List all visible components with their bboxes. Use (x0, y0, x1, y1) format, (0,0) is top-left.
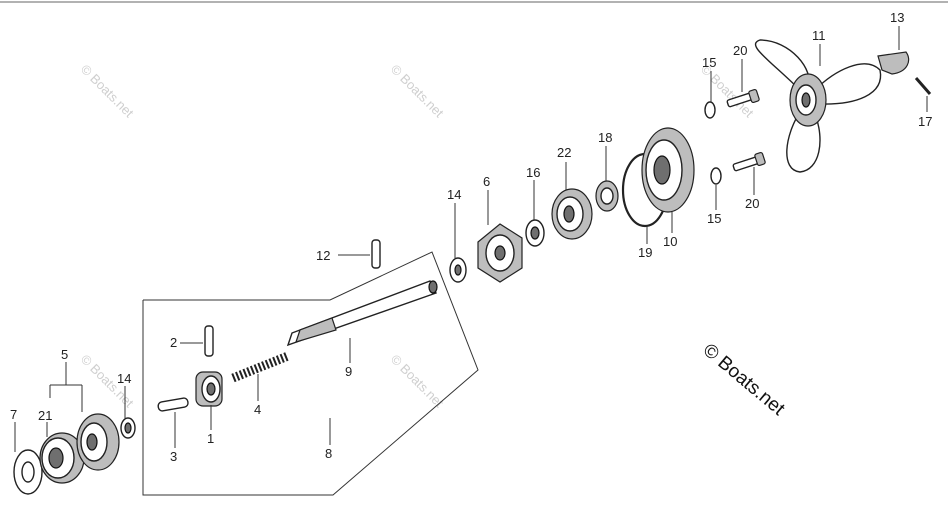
part-15-washer-lower (710, 167, 722, 185)
callout-18: 18 (598, 130, 612, 145)
callout-5: 5 (61, 347, 68, 362)
part-15-washer-upper (704, 101, 716, 119)
leader-lines (14, 26, 928, 452)
callout-7: 7 (10, 407, 17, 422)
callout-4: 4 (254, 402, 261, 417)
part-21-bearing (39, 432, 85, 484)
part-9-propeller-shaft (286, 280, 438, 347)
callout-22: 22 (557, 145, 571, 160)
part-18-seal (595, 180, 619, 212)
callout-21: 21 (38, 408, 52, 423)
part-1-clutch (195, 371, 223, 407)
part-20-bolt-lower (732, 151, 766, 172)
part-2-pin (204, 325, 214, 357)
part-6-gear (477, 223, 523, 283)
callout-labels: 7 21 5 14 2 3 1 4 8 9 12 14 6 16 22 18 1… (10, 10, 932, 464)
callout-1: 1 (207, 431, 214, 446)
callout-2: 2 (170, 335, 177, 350)
part-16-washer (525, 219, 545, 247)
part-17-pin (914, 77, 932, 95)
watermark-faint: © Boats.net (388, 62, 447, 121)
callout-16: 16 (526, 165, 540, 180)
callout-11: 11 (812, 28, 826, 43)
callout-17: 17 (918, 114, 932, 129)
callout-8: 8 (325, 446, 332, 461)
callout-12: 12 (316, 248, 330, 263)
callout-20: 20 (733, 43, 747, 58)
callout-14: 14 (117, 371, 131, 386)
faint-watermarks: © Boats.net © Boats.net © Boats.net © Bo… (78, 62, 757, 411)
part-11-propeller (754, 39, 882, 173)
part-22-bearing (551, 188, 593, 240)
part-13-cap (877, 51, 910, 75)
watermark-faint: © Boats.net (78, 62, 137, 121)
watermark-faint: © Boats.net (388, 352, 447, 411)
callout-3: 3 (170, 449, 177, 464)
part-7-washer (13, 449, 43, 495)
callout-10: 10 (663, 234, 677, 249)
part-4-spring (231, 351, 290, 383)
callout-9: 9 (345, 364, 352, 379)
part-20-bolt-upper (726, 88, 760, 108)
part-14-washer-center (449, 257, 467, 283)
callout-15: 15 (707, 211, 721, 226)
part-10-bearing-holder (641, 127, 695, 213)
part-5-gear (76, 413, 120, 471)
callout-19: 19 (638, 245, 652, 260)
part-3-pin (157, 397, 189, 412)
watermark-main: © Boats.net (699, 340, 789, 421)
shaft-group-bracket (142, 251, 479, 496)
callout-20: 20 (745, 196, 759, 211)
callout-6: 6 (483, 174, 490, 189)
callout-14: 14 (447, 187, 461, 202)
part-12-pin (371, 239, 381, 269)
callout-15: 15 (702, 55, 716, 70)
part-14-washer-left (120, 417, 136, 439)
callout-13: 13 (890, 10, 904, 25)
